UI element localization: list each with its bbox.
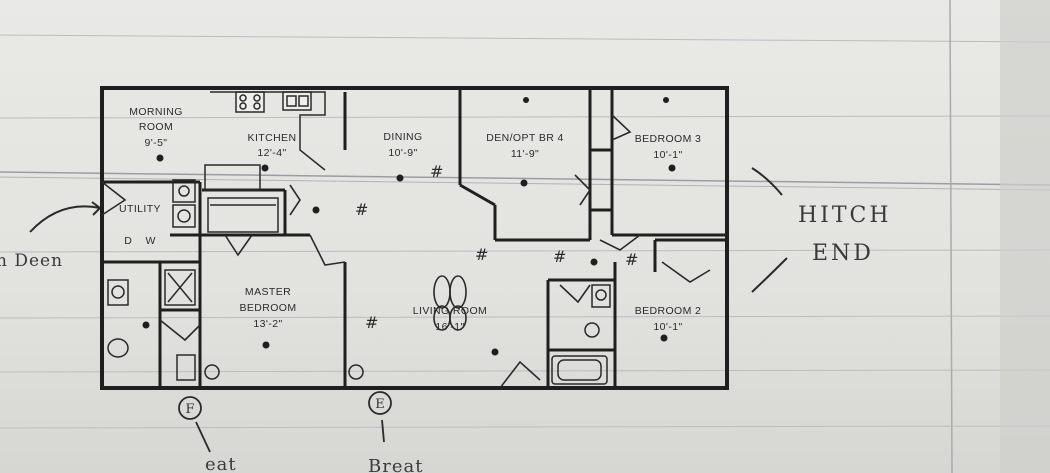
- left-note: n Deen: [0, 251, 63, 271]
- page-edge-shadow: [1000, 0, 1050, 473]
- bedroom2-size: 10'-1": [653, 321, 682, 333]
- morning-room-size: 9'-5": [145, 137, 168, 149]
- utility-appliances: D W: [124, 235, 156, 247]
- hitch-label: HITCH: [798, 203, 892, 228]
- hitch-arrow-bottom: [751, 257, 788, 293]
- morning-room-label: MORNING: [129, 106, 183, 118]
- living-room-size: 16'-1": [435, 321, 464, 333]
- bottom-note-right: Breat: [368, 456, 423, 473]
- dining-label: DINING: [383, 131, 422, 143]
- light-fixtures: [142, 97, 676, 356]
- margin-line: [949, 0, 953, 473]
- marker-f: F: [185, 402, 194, 417]
- svg-text:#: #: [475, 245, 488, 264]
- bath-fixtures: [107, 269, 611, 385]
- hash-marks: # # # # # #: [355, 162, 638, 332]
- marker-e: E: [375, 397, 385, 412]
- den-size: 11'-9": [511, 148, 539, 160]
- living-room-label: LIVING ROOM: [413, 305, 487, 317]
- ruled-lines: [0, 34, 1050, 429]
- svg-text:#: #: [430, 162, 443, 181]
- svg-text:#: #: [365, 313, 378, 332]
- master-bedroom-label-2: BEDROOM: [239, 302, 296, 314]
- room-labels: MORNING ROOM 9'-5" KITCHEN 12'-4" DINING…: [119, 106, 701, 333]
- ceiling-fan: [433, 275, 467, 331]
- marker-f-circle: [178, 396, 202, 420]
- kitchen-size: 12'-4": [257, 147, 286, 159]
- bedroom3-label: BEDROOM 3: [635, 133, 702, 145]
- dining-size: 10'-9": [388, 147, 417, 159]
- master-bedroom-size: 13'-2": [253, 318, 282, 330]
- hitch-arrow-top: [751, 167, 783, 196]
- svg-text:#: #: [355, 200, 368, 219]
- bedroom3-size: 10'-1": [653, 149, 682, 161]
- svg-text:#: #: [553, 247, 566, 266]
- master-bedroom-label: MASTER: [245, 286, 291, 298]
- left-note-arrow: [29, 201, 101, 233]
- bedroom2-label: BEDROOM 2: [635, 305, 702, 317]
- svg-text:#: #: [625, 250, 638, 269]
- marker-e-circle: [368, 391, 392, 415]
- kitchen-label: KITCHEN: [248, 132, 297, 144]
- outer-wall: [100, 86, 729, 390]
- handwritten-notes: HITCH END n Deen F E eat Breat: [0, 167, 892, 473]
- bottom-note-left: eat: [205, 454, 237, 473]
- door-swings: [101, 114, 711, 389]
- utility-fixtures: [172, 179, 196, 228]
- end-label: END: [812, 241, 874, 266]
- interior-walls: [102, 88, 727, 388]
- utility-label: UTILITY: [119, 203, 161, 215]
- kitchen-fixtures: [204, 91, 326, 233]
- den-label: DEN/OPT BR 4: [486, 132, 564, 144]
- morning-room-label-2: ROOM: [139, 121, 173, 133]
